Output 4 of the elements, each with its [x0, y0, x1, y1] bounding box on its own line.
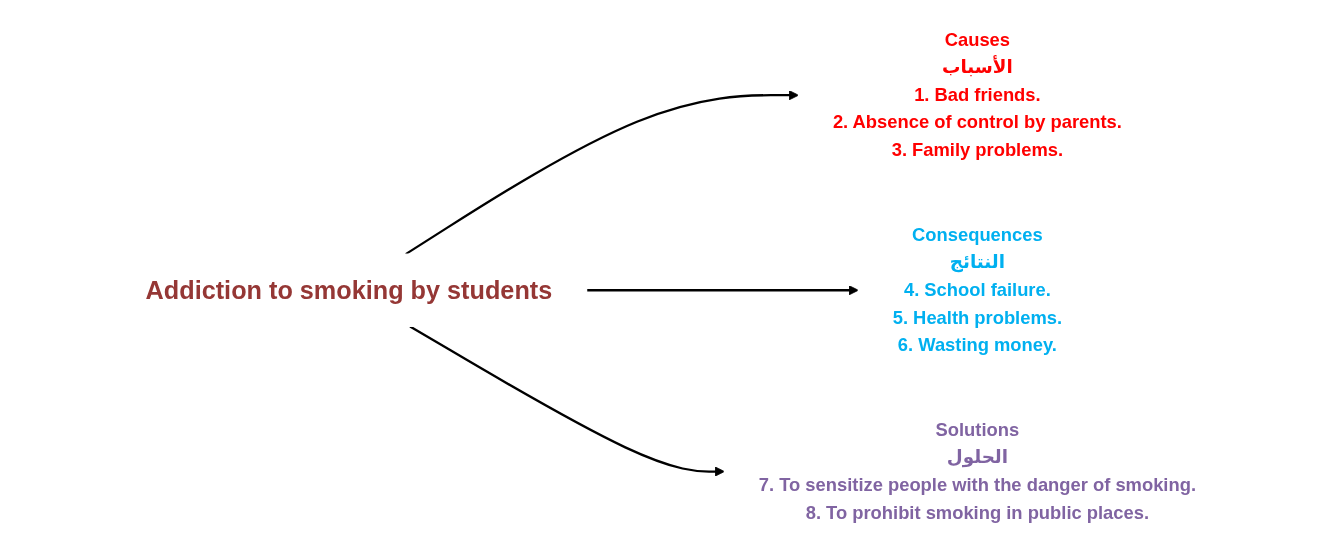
arrow [404, 90, 799, 256]
arrow [586, 285, 859, 296]
node-text: Addiction to smoking by students [145, 275, 552, 305]
arrow [409, 325, 725, 477]
